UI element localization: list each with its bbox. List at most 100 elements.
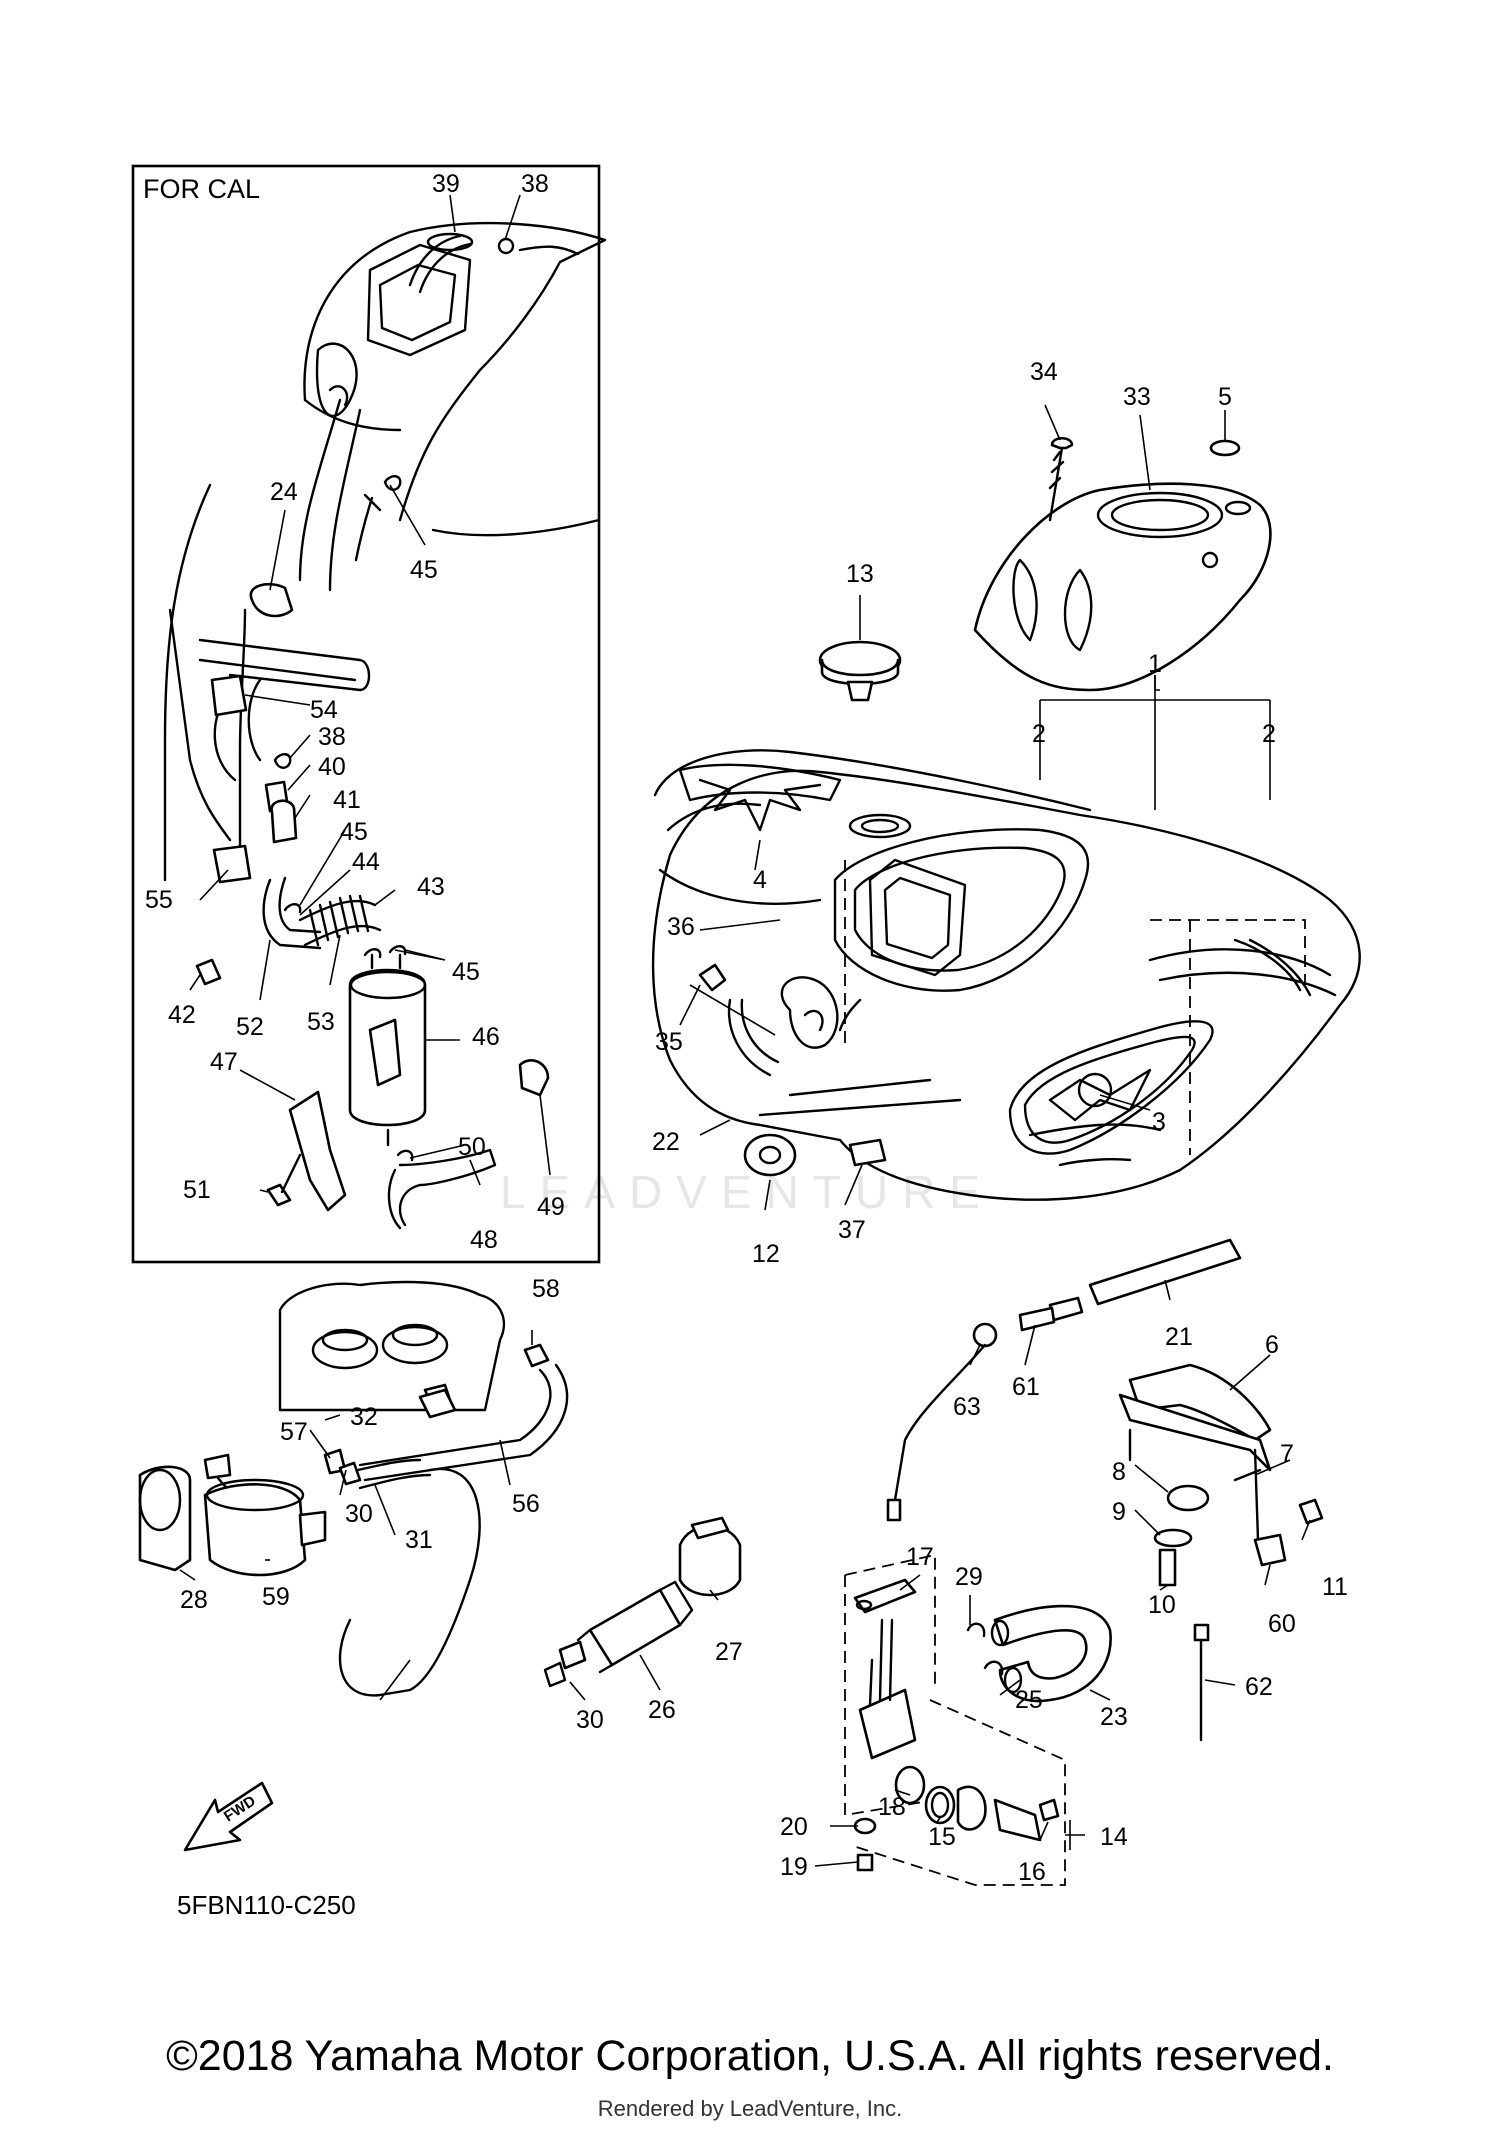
part-31-hose [356,1458,432,1490]
part-37-damper [848,1138,887,1167]
callout-4: 4 [753,866,767,894]
callout-45: 45 [340,818,368,846]
callout-35: 35 [655,1028,683,1056]
inset-title: FOR CAL [143,174,260,204]
part-13-fuel-cap [818,640,902,702]
callout-11: 11 [1322,1573,1348,1601]
part-33-console [973,482,1272,692]
part-35-grommet [698,963,727,992]
callout-61: 61 [1012,1373,1040,1401]
callout-57: 57 [280,1418,308,1446]
part-6-7-bracket [1118,1363,1324,1587]
callout-30: 30 [576,1706,604,1734]
callout-45: 45 [452,958,480,986]
callout-17: 17 [906,1543,934,1571]
callout-18: 18 [878,1793,906,1821]
callout-2: 2 [1032,720,1046,748]
callout-10: 10 [1148,1591,1176,1619]
callout-50: 50 [458,1133,486,1161]
part-21-strip [1088,1238,1242,1306]
callout-45: 45 [410,556,438,584]
part-22-hose [727,998,772,1077]
part-30-clip-lower [543,1661,567,1688]
callout-32: 32 [350,1403,378,1431]
callout-48: 48 [470,1226,498,1254]
part-29-clip [966,1622,986,1638]
callout-54: 54 [310,696,338,724]
callout-47: 47 [210,1048,238,1076]
callout-26: 26 [648,1696,676,1724]
callout-37: 37 [838,1216,866,1244]
callout-27: 27 [715,1638,743,1666]
callout-52: 52 [236,1013,264,1041]
callout-62: 62 [1245,1673,1273,1701]
callout-9: 9 [1112,1498,1126,1526]
rendered-by-credit: Rendered by LeadVenture, Inc. [597,2096,903,2121]
callout-41: 41 [333,786,361,814]
part-23-hose [990,1604,1112,1703]
parts-diagram: LEADVENTURE FOR CAL [131,164,1361,1920]
callout-31: 31 [405,1526,433,1554]
part-62-tie [1193,1623,1210,1742]
callout-38: 38 [521,170,549,198]
callout-63: 63 [953,1393,981,1421]
callout-55: 55 [145,886,173,914]
throttle-bodies [278,1280,506,1412]
callout-13: 13 [846,560,874,588]
part-12-rubber [743,1133,797,1177]
callout-3: 3 [1152,1108,1166,1136]
callout-58: 58 [532,1275,560,1303]
callout-43: 43 [417,873,445,901]
copyright-notice: ©2018 Yamaha Motor Corporation, U.S.A. A… [166,2032,1334,2080]
callout-20: 20 [780,1813,808,1841]
callout-29: 29 [955,1563,983,1591]
fuel-cock-assembly [844,1553,1066,1886]
callout-6: 6 [1265,1331,1279,1359]
callout-34: 34 [1030,358,1058,386]
callout-2: 2 [1262,720,1276,748]
callout-56: 56 [512,1490,540,1518]
callout-1: 1 [1148,650,1162,678]
callout-12: 12 [752,1240,780,1268]
callout-38: 38 [318,723,346,751]
callout-53: 53 [307,1008,335,1036]
callout-33: 33 [1123,383,1151,411]
part-32-clamp [418,1388,457,1419]
callout-36: 36 [667,913,695,941]
inset-for-cal: FOR CAL [131,164,607,1264]
part-56-58-hose [358,1343,569,1482]
callout-19: 19 [780,1853,808,1881]
part-5-grommet [1209,439,1241,457]
callout-23: 23 [1100,1703,1128,1731]
part-34-screw [1048,436,1074,522]
part-59-fuel-pump [138,1453,327,1577]
callout-42: 42 [168,1001,196,1029]
callout-30: 30 [345,1500,373,1528]
callout-8: 8 [1112,1458,1126,1486]
callout-49: 49 [537,1193,565,1221]
callout-51: 51 [183,1176,211,1204]
callout-15: 15 [928,1823,956,1851]
callout-46: 46 [472,1023,500,1051]
callout-16: 16 [1018,1858,1046,1886]
part-61-63-cock-knob [886,1296,1084,1522]
callout-21: 21 [1165,1323,1193,1351]
callout-59: 59 [262,1583,290,1611]
callout-60: 60 [1268,1610,1296,1638]
watermark: LEADVENTURE [500,1166,994,1218]
leader-lines [179,194,1311,1867]
callout-44: 44 [352,848,380,876]
callout-7: 7 [1280,1440,1294,1468]
fuel-tank [651,675,1361,1201]
callout-39: 39 [432,170,460,198]
callout-24: 24 [270,478,298,506]
callout-28: 28 [180,1586,208,1614]
callout-40: 40 [318,753,346,781]
callout-labels: 1 2 2 3 4 5 6 7 8 9 10 11 12 13 14 15 16… [145,170,1348,1886]
callout-22: 22 [652,1128,680,1156]
callout-5: 5 [1218,383,1232,411]
fwd-arrow: FWD [183,1781,274,1852]
part-25-clip [983,1660,1004,1676]
part-26-filter [558,1580,694,1674]
part-27-bracket [678,1516,742,1597]
